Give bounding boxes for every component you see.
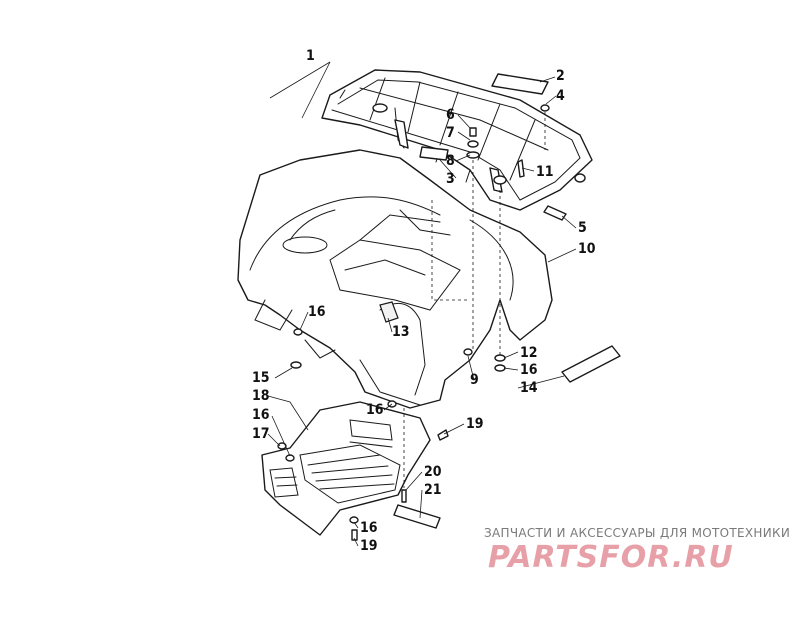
callout-19: 19 (360, 538, 378, 554)
callout-14: 14 (520, 380, 538, 396)
callout-12: 12 (520, 345, 538, 361)
watermark-caption: ЗАПЧАСТИ И АКСЕССУАРЫ ДЛЯ МОТОТЕХНИКИ (484, 526, 791, 540)
leader-lines (267, 61, 577, 547)
callout-16: 16 (252, 407, 270, 423)
callout-labels: 1 2 4 6 7 8 3 11 5 10 16 13 15 12 16 14 … (252, 48, 596, 554)
callout-9: 9 (470, 372, 479, 388)
callout-16: 16 (520, 362, 538, 378)
callout-21: 21 (424, 482, 442, 498)
callout-5: 5 (578, 220, 587, 236)
decal-14 (561, 345, 621, 383)
decal-3 (419, 146, 449, 161)
callout-15: 15 (252, 370, 270, 386)
callout-6: 6 (446, 107, 455, 123)
assembly-lines (403, 112, 546, 488)
fasteners (277, 104, 567, 541)
watermark-logo: PARTSFOR.RU (488, 540, 734, 575)
callout-16: 16 (360, 520, 378, 536)
callout-1: 1 (306, 48, 315, 64)
footwell-panel (261, 401, 431, 536)
callout-7: 7 (446, 125, 455, 141)
callout-18: 18 (252, 388, 270, 404)
footrest-rail (393, 504, 441, 529)
callout-2: 2 (556, 68, 565, 84)
callout-8: 8 (446, 153, 455, 169)
decal-2 (491, 73, 549, 95)
callout-16: 16 (308, 304, 326, 320)
callout-11: 11 (536, 164, 554, 180)
rear-fender (237, 149, 553, 409)
callout-19: 19 (466, 416, 484, 432)
callout-13: 13 (392, 324, 410, 340)
callout-4: 4 (556, 88, 565, 104)
callout-17: 17 (252, 426, 270, 442)
callout-16: 16 (366, 402, 384, 418)
callout-20: 20 (424, 464, 442, 480)
callout-3: 3 (446, 171, 455, 187)
callout-10: 10 (578, 241, 596, 257)
